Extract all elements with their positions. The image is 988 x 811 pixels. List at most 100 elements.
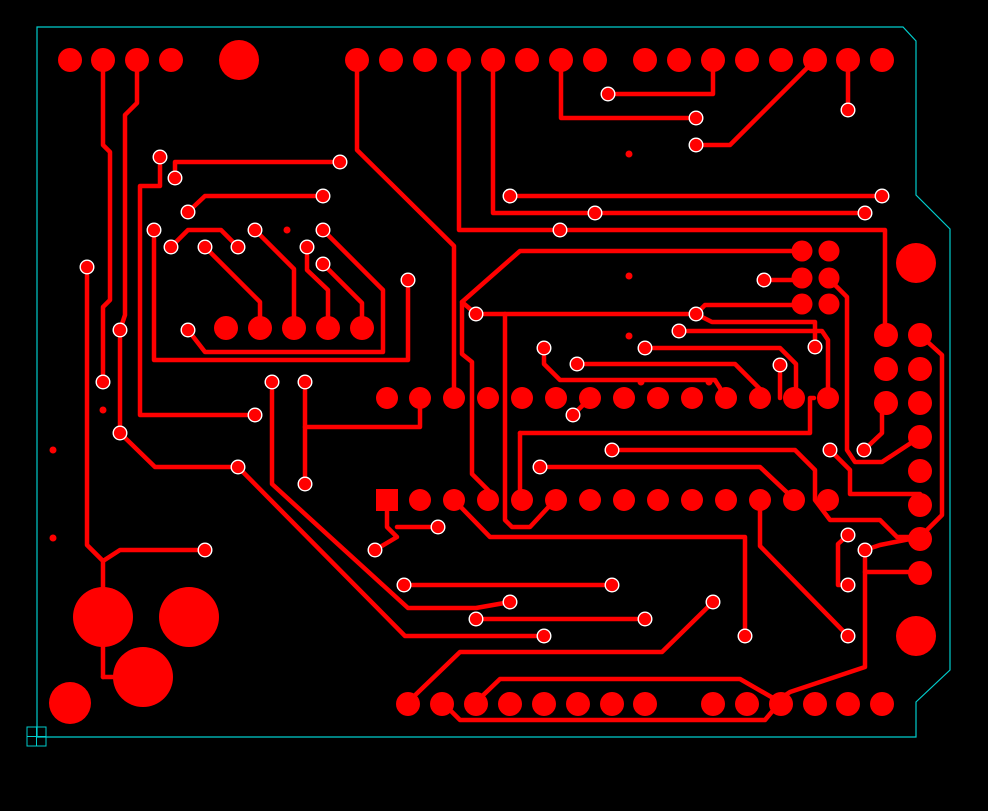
copper-trace [827,277,923,465]
copper-trace [168,227,241,250]
round-pad [583,48,607,72]
round-pad [818,293,840,315]
round-pad [600,692,624,716]
via [163,239,179,255]
round-pad [443,387,465,409]
copper-trace [269,379,513,611]
copper-trace [185,227,386,355]
round-pad [870,48,894,72]
copper-trace [151,227,411,363]
copper-trace [557,227,888,338]
square-pad [376,489,398,511]
copper-trace [757,497,851,639]
via [180,204,196,220]
copper-trace [502,311,558,530]
round-pad [498,692,522,716]
via [772,357,788,373]
copper-trace [354,57,457,401]
via [297,374,313,390]
round-pad [545,387,567,409]
copper-trace [676,328,831,401]
round-pad [159,48,183,72]
copper-trace [117,327,241,470]
round-pad [219,40,259,80]
via [430,519,446,535]
round-pad [681,387,703,409]
round-pad [667,48,691,72]
small-via [705,378,713,386]
round-pad [874,357,898,381]
via [112,425,128,441]
round-pad [91,48,115,72]
round-pad [579,489,601,511]
small-via [49,534,57,542]
copper-pads [49,40,936,724]
round-pad [896,243,936,283]
round-pad [908,357,932,381]
round-pad [647,387,669,409]
round-pad [379,48,403,72]
round-pad [908,459,932,483]
via [688,137,704,153]
round-pad [566,692,590,716]
copper-trace [537,464,798,503]
via [230,459,246,475]
round-pad [803,48,827,72]
round-pad [647,489,669,511]
vias [49,86,890,644]
copper-trace [117,57,140,333]
round-pad [113,647,173,707]
via [167,170,183,186]
via [840,102,856,118]
copper-trace [235,464,547,639]
board-outline [36,26,951,738]
via [247,407,263,423]
via [874,188,890,204]
copper-trace [642,345,799,401]
round-pad [447,48,471,72]
copper-trace [693,57,818,148]
round-pad [477,489,499,511]
via [604,442,620,458]
round-pad [214,316,238,340]
copper-trace [917,332,945,540]
round-pad [316,316,340,340]
via [152,149,168,165]
round-pad [749,489,771,511]
copper-traces [84,57,945,723]
via [857,205,873,221]
copper-trace [185,193,326,215]
round-pad [376,387,398,409]
copper-trace [137,154,258,418]
via [688,306,704,322]
copper-trace [100,57,113,385]
via [857,542,873,558]
round-pad [836,692,860,716]
via [822,442,838,458]
via [367,542,383,558]
via [315,222,331,238]
via [604,577,620,593]
via [396,577,412,593]
via [264,374,280,390]
round-pad [248,316,272,340]
via [197,542,213,558]
via [552,222,568,238]
round-pad [735,692,759,716]
round-pad [409,387,431,409]
round-pad [511,387,533,409]
round-pad [908,561,932,585]
round-pad [715,387,737,409]
round-pad [613,489,635,511]
round-pad [282,316,306,340]
copper-trace [252,227,297,331]
via [840,628,856,644]
round-pad [409,489,431,511]
via [688,110,704,126]
via [315,256,331,272]
round-pad [549,48,573,72]
via [180,322,196,338]
round-pad [464,692,488,716]
round-pad [715,489,737,511]
